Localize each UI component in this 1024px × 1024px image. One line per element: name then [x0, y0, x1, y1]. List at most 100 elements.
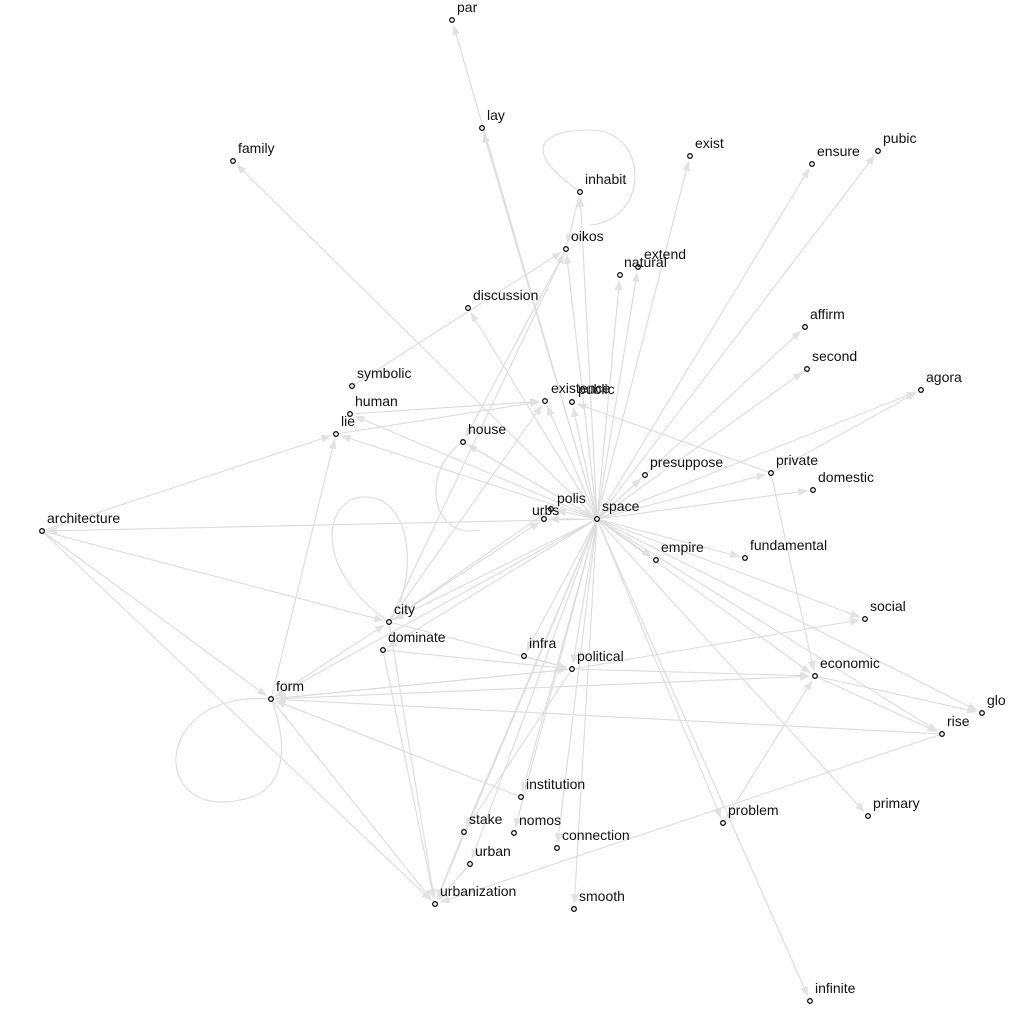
node-dot-lie[interactable]	[333, 431, 339, 437]
node-exist[interactable]: exist	[687, 135, 724, 159]
node-dot-house[interactable]	[460, 439, 466, 445]
node-dot-family[interactable]	[230, 158, 236, 164]
node-agora[interactable]: agora	[918, 369, 962, 393]
node-dot-stake[interactable]	[461, 829, 467, 835]
node-discussion[interactable]: discussion	[465, 287, 539, 311]
node-dot-architecture[interactable]	[39, 528, 45, 534]
node-ensure[interactable]: ensure	[809, 143, 860, 167]
node-dot-lay[interactable]	[479, 125, 485, 131]
node-economic[interactable]: economic	[812, 655, 880, 679]
node-par[interactable]: par	[449, 0, 478, 23]
node-presuppose[interactable]: presuppose	[642, 454, 724, 478]
node-dot-urbanization[interactable]	[432, 901, 438, 907]
node-dot-discussion[interactable]	[465, 305, 471, 311]
node-dot-economic[interactable]	[812, 673, 818, 679]
node-oikos[interactable]: oikos	[563, 228, 604, 252]
node-infinite[interactable]: infinite	[807, 980, 856, 1004]
node-dot-problem[interactable]	[720, 820, 726, 826]
node-extend[interactable]: extend	[635, 246, 686, 270]
node-pubic[interactable]: pubic	[875, 130, 917, 154]
edge-political-form	[275, 668, 573, 702]
node-dot-existence[interactable]	[542, 398, 548, 404]
node-dot-inhabit[interactable]	[577, 189, 583, 195]
node-lie[interactable]: lie	[333, 413, 356, 437]
node-dot-dominate[interactable]	[380, 647, 386, 653]
node-dot-human[interactable]	[347, 411, 353, 417]
node-polis[interactable]: polis	[548, 490, 586, 512]
node-dot-affirm[interactable]	[802, 324, 808, 330]
node-second[interactable]: second	[804, 348, 857, 372]
node-dot-extend[interactable]	[635, 264, 641, 270]
node-dot-exist[interactable]	[687, 153, 693, 159]
node-affirm[interactable]: affirm	[802, 306, 845, 330]
node-dot-connection[interactable]	[554, 845, 560, 851]
node-dot-institution[interactable]	[518, 794, 524, 800]
node-form[interactable]: form	[268, 678, 304, 702]
node-dot-city[interactable]	[386, 619, 392, 625]
node-political[interactable]: political	[569, 648, 624, 672]
node-nomos[interactable]: nomos	[511, 812, 561, 836]
node-city[interactable]: city	[386, 601, 415, 625]
node-existence[interactable]: existence	[542, 380, 611, 404]
node-dot-empire[interactable]	[653, 557, 659, 563]
edge-rise-urbanization	[439, 733, 943, 904]
edge-space-glo	[596, 518, 978, 711]
node-dot-public[interactable]	[569, 399, 575, 405]
node-dot-space[interactable]	[594, 516, 600, 522]
node-private[interactable]: private	[768, 452, 819, 476]
node-infra[interactable]: infra	[521, 635, 557, 659]
node-stake[interactable]: stake	[461, 811, 503, 835]
node-dot-urbs[interactable]	[541, 516, 547, 522]
node-public[interactable]: public	[569, 381, 615, 405]
node-dot-pubic[interactable]	[875, 148, 881, 154]
node-empire[interactable]: empire	[653, 539, 704, 563]
node-smooth[interactable]: smooth	[571, 888, 625, 912]
node-urban[interactable]: urban	[467, 843, 511, 867]
node-dot-political[interactable]	[569, 666, 575, 672]
node-primary[interactable]: primary	[865, 795, 920, 819]
node-house[interactable]: house	[460, 421, 507, 445]
node-human[interactable]: human	[347, 393, 398, 417]
node-social[interactable]: social	[862, 598, 906, 622]
node-dot-social[interactable]	[862, 616, 868, 622]
node-dot-infinite[interactable]	[807, 998, 813, 1004]
node-dot-primary[interactable]	[865, 813, 871, 819]
node-label-family: family	[238, 140, 275, 156]
node-architecture[interactable]: architecture	[39, 510, 121, 534]
node-dot-rise[interactable]	[939, 731, 945, 737]
node-symbolic[interactable]: symbolic	[349, 365, 412, 389]
node-dot-domestic[interactable]	[810, 487, 816, 493]
node-urbanization[interactable]: urbanization	[432, 883, 517, 907]
node-dot-fundamental[interactable]	[742, 555, 748, 561]
node-glo[interactable]: glo	[979, 692, 1006, 716]
node-dot-urban[interactable]	[467, 861, 473, 867]
node-dot-agora[interactable]	[918, 387, 924, 393]
node-institution[interactable]: institution	[518, 776, 585, 800]
node-fundamental[interactable]: fundamental	[742, 537, 827, 561]
node-dot-infra[interactable]	[521, 653, 527, 659]
node-dot-oikos[interactable]	[563, 246, 569, 252]
node-space[interactable]: space	[594, 498, 640, 522]
node-dominate[interactable]: dominate	[380, 629, 446, 653]
node-dot-form[interactable]	[268, 696, 274, 702]
node-family[interactable]: family	[230, 140, 275, 164]
node-domestic[interactable]: domestic	[810, 469, 874, 493]
node-dot-presuppose[interactable]	[642, 472, 648, 478]
node-lay[interactable]: lay	[479, 107, 505, 131]
node-inhabit[interactable]: inhabit	[577, 171, 627, 195]
node-dot-symbolic[interactable]	[349, 383, 355, 389]
node-dot-polis[interactable]	[548, 506, 554, 512]
node-dot-second[interactable]	[804, 366, 810, 372]
node-dot-glo[interactable]	[979, 710, 985, 716]
node-dot-par[interactable]	[449, 17, 455, 23]
node-dot-natural[interactable]	[617, 272, 623, 278]
node-natural[interactable]: natural	[617, 254, 667, 278]
node-connection[interactable]: connection	[554, 827, 630, 851]
node-dot-ensure[interactable]	[809, 161, 815, 167]
node-dot-smooth[interactable]	[571, 906, 577, 912]
node-dot-private[interactable]	[768, 470, 774, 476]
node-urbs[interactable]: urbs	[532, 502, 559, 522]
node-rise[interactable]: rise	[939, 713, 970, 737]
node-problem[interactable]: problem	[720, 802, 779, 826]
node-dot-nomos[interactable]	[511, 830, 517, 836]
